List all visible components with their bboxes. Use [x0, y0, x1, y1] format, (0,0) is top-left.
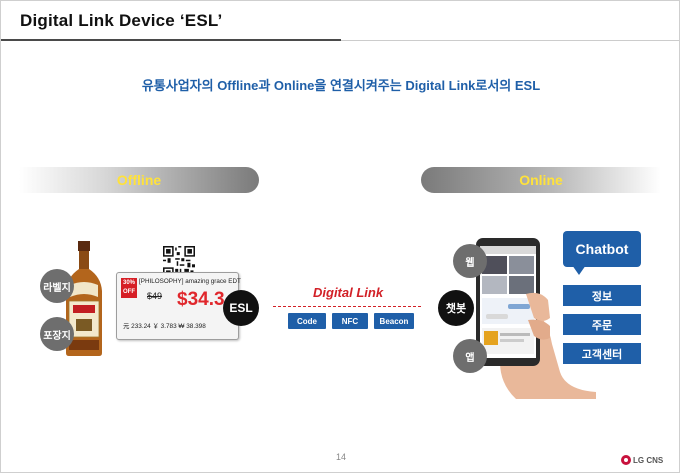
esl-currency-rates: 元 233.24 ￥ 3.783 ₩ 38.398 [123, 323, 206, 330]
app-circle: 앱 [453, 339, 487, 373]
smartphone-in-hand-image [476, 238, 596, 399]
slide-subtitle: 유통사업자의 Offline과 Online을 연결시켜주는 Digital L… [141, 78, 541, 93]
title-rule-extension [341, 39, 679, 41]
esl-circle: ESL [223, 290, 259, 326]
tag-code: Code [288, 313, 326, 329]
chatbot-box: Chatbot [563, 231, 641, 267]
company-logo: LG CNS [621, 455, 663, 465]
discount-badge: 30% OFF [121, 278, 137, 298]
page-number: 14 [335, 452, 346, 462]
logo-text: LG CNS [633, 455, 664, 465]
service-order: 주문 [563, 314, 641, 335]
esl-price: $34.3 [177, 289, 225, 310]
esl-old-price: $49 [147, 291, 163, 301]
tag-beacon: Beacon [374, 313, 414, 329]
esl-price-label: 30% OFF [PHILOSOPHY] amazing grace EDT $… [116, 272, 241, 340]
online-banner: Online [421, 167, 661, 193]
chatbot-bubble-tail [572, 265, 586, 275]
label-circle: 라벨지 [40, 269, 74, 303]
title-rule [1, 39, 341, 41]
digital-link-connector [273, 306, 421, 307]
package-circle: 포장지 [40, 317, 74, 351]
service-customer-center: 고객센터 [563, 343, 641, 364]
digital-link-label: Digital Link [313, 285, 384, 300]
offline-banner: Offline [19, 167, 259, 193]
online-banner-label: Online [519, 172, 563, 188]
esl-product-name: [PHILOSOPHY] amazing grace EDT [139, 278, 241, 285]
slide-title: Digital Link Device ‘ESL’ [20, 11, 223, 30]
web-circle: 웹 [453, 244, 487, 278]
chatbot-circle: 챗봇 [438, 290, 474, 326]
lg-logo-icon [621, 455, 631, 465]
tag-nfc: NFC [332, 313, 368, 329]
offline-banner-label: Offline [116, 172, 162, 188]
whisky-bottle-image [66, 241, 102, 356]
service-info: 정보 [563, 285, 641, 306]
